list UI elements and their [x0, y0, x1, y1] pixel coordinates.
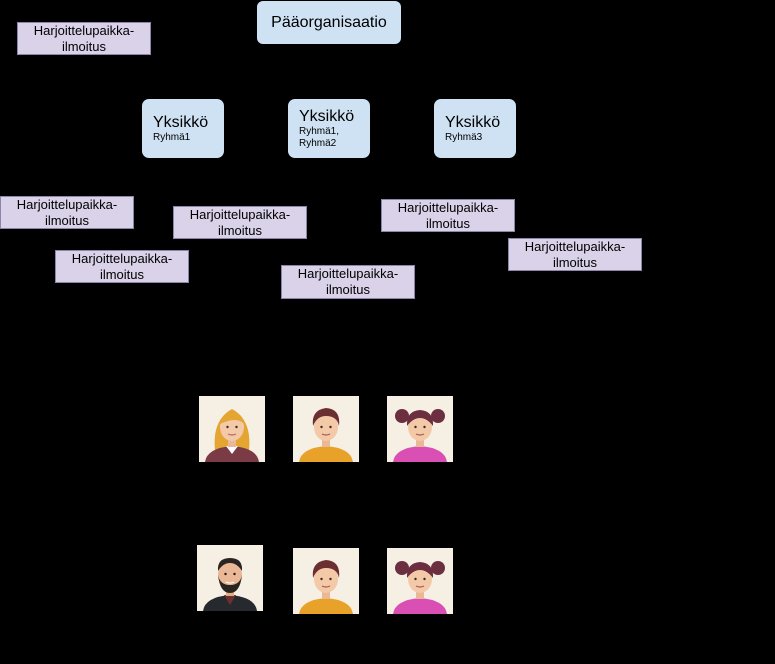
unit-box-3: Yksikkö Ryhmä3 [434, 99, 516, 158]
unit-box-1: Yksikkö Ryhmä1 [142, 99, 224, 158]
unit-box-2: Yksikkö Ryhmä1, Ryhmä2 [288, 99, 370, 158]
internship-ad-label: Harjoittelupaikka- ilmoitus [524, 238, 626, 270]
internship-ad-box-1: Harjoittelupaikka- ilmoitus [17, 22, 151, 55]
unit-title: Yksikkö [445, 113, 501, 131]
man-bearded-avatar [197, 545, 263, 611]
main-organization-box: Pääorganisaatio [257, 1, 401, 44]
main-organization-label: Pääorganisaatio [271, 13, 387, 31]
internship-ad-label: Harjoittelupaikka- ilmoitus [189, 206, 291, 238]
internship-ad-label: Harjoittelupaikka- ilmoitus [71, 250, 173, 282]
internship-ad-box-4: Harjoittelupaikka- ilmoitus [173, 206, 307, 239]
unit-title: Yksikkö [153, 113, 209, 131]
unit-title: Yksikkö [299, 107, 355, 125]
internship-ad-box-7: Harjoittelupaikka- ilmoitus [508, 238, 642, 271]
internship-ad-label: Harjoittelupaikka- ilmoitus [397, 199, 499, 231]
unit-groups: Ryhmä1, Ryhmä2 [299, 125, 340, 149]
internship-ad-label: Harjoittelupaikka- ilmoitus [297, 266, 399, 297]
internship-ad-box-3: Harjoittelupaikka- ilmoitus [55, 250, 189, 283]
internship-ad-label: Harjoittelupaikka- ilmoitus [16, 196, 118, 228]
unit-groups: Ryhmä3 [445, 131, 483, 143]
internship-ad-box-5: Harjoittelupaikka- ilmoitus [281, 265, 415, 299]
unit-groups: Ryhmä1 [153, 131, 191, 143]
man-brown-hair-avatar [293, 548, 359, 614]
man-brown-hair-avatar [293, 396, 359, 462]
girl-pigtails-avatar [387, 396, 453, 462]
woman-blonde-avatar [199, 396, 265, 462]
internship-ad-box-6: Harjoittelupaikka- ilmoitus [381, 199, 515, 232]
internship-ad-label: Harjoittelupaikka- ilmoitus [33, 22, 135, 54]
internship-ad-box-2: Harjoittelupaikka- ilmoitus [0, 196, 134, 229]
girl-pigtails-avatar [387, 548, 453, 614]
